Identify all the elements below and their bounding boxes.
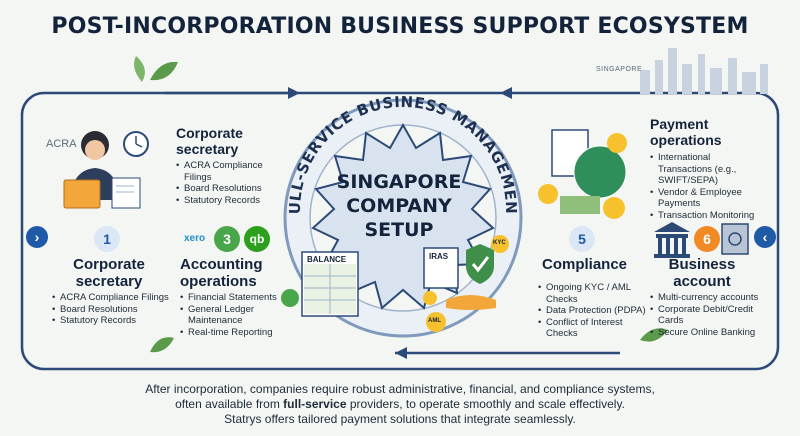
list-item: Multi-currency accounts bbox=[650, 292, 760, 304]
business-account-heading: Business account bbox=[656, 256, 748, 290]
skyline-graphic bbox=[640, 48, 768, 94]
balance-sheet-illustration bbox=[281, 251, 359, 317]
list-item: Real-time Reporting bbox=[180, 327, 290, 339]
left-heading-line-2: secretary bbox=[75, 273, 143, 290]
footer-text: After incorporation, companies require r… bbox=[100, 382, 700, 427]
business-account-heading-line-1: Business bbox=[668, 256, 736, 273]
flow-frame bbox=[20, 91, 780, 371]
list-item: Statutory Records bbox=[52, 315, 172, 327]
list-item: Secure Online Banking bbox=[650, 327, 760, 339]
step-badge-3: 3 bbox=[214, 226, 240, 252]
xero-logo: xero bbox=[184, 233, 206, 244]
step-badge-6: 6 bbox=[694, 226, 720, 252]
step-badge-5: 5 bbox=[569, 226, 595, 252]
top-left-arrowhead bbox=[288, 87, 300, 99]
acra-logo: ACRA bbox=[46, 138, 77, 150]
list-item: Statutory Records bbox=[176, 195, 286, 207]
quickbooks-logo: qb bbox=[244, 226, 270, 252]
payments-illustration bbox=[538, 129, 627, 219]
top-left-heading-line-2: secretary bbox=[176, 141, 239, 157]
list-item: Data Protection (PDPA) bbox=[538, 305, 648, 317]
iras-label: IRAS bbox=[429, 252, 449, 261]
skyline-label: SINGAPORE bbox=[596, 66, 643, 73]
center-label: SINGAPORE COMPANY SETUP bbox=[318, 170, 480, 242]
top-left-list: ACRA Compliance Filings Board Resolution… bbox=[176, 160, 286, 206]
leaf-decoration-bottom bbox=[150, 337, 174, 353]
list-item: Board Resolutions bbox=[176, 183, 286, 195]
business-account-list: Multi-currency accounts Corporate Debit/… bbox=[650, 292, 760, 338]
list-item: Vendor & Employee Payments bbox=[650, 187, 758, 210]
list-item: International Transactions (e.g., SWIFT/… bbox=[650, 152, 758, 187]
list-item: General Ledger Maintenance bbox=[180, 304, 290, 327]
compliance-list: Ongoing KYC / AML Checks Data Protection… bbox=[538, 282, 648, 340]
payments-heading-line-2: operations bbox=[650, 132, 722, 148]
compliance-heading: Compliance bbox=[542, 256, 628, 273]
balance-label: BALANCE bbox=[307, 255, 347, 264]
nav-prev-button[interactable]: ‹ bbox=[754, 226, 776, 248]
top-left-heading: Corporate secretary bbox=[176, 125, 243, 157]
accounting-heading-line-2: operations bbox=[180, 273, 257, 290]
accounting-heading-line-1: Accounting bbox=[180, 256, 263, 273]
list-item: Transaction Monitoring bbox=[650, 210, 758, 222]
top-right-arrowhead bbox=[500, 87, 512, 99]
list-item: Corporate Debit/Credit Cards bbox=[650, 304, 760, 327]
top-left-heading-line-1: Corporate bbox=[176, 125, 243, 141]
bank-illustration bbox=[654, 222, 749, 258]
accounting-heading: Accounting operations bbox=[180, 256, 263, 290]
page-title: POST-INCORPORATION BUSINESS SUPPORT ECOS… bbox=[51, 14, 749, 39]
kyc-label: KYC bbox=[493, 240, 506, 246]
accounting-list: Financial Statements General Ledger Main… bbox=[180, 292, 290, 338]
footer-line-2: often available from full-service provid… bbox=[100, 397, 700, 412]
left-list: ACRA Compliance Filings Board Resolution… bbox=[52, 292, 172, 327]
aml-label: AML bbox=[428, 318, 441, 324]
list-item: Financial Statements bbox=[180, 292, 290, 304]
secretary-illustration bbox=[63, 131, 149, 209]
list-item: Ongoing KYC / AML Checks bbox=[538, 282, 648, 305]
left-heading-line-1: Corporate bbox=[73, 256, 145, 273]
left-heading: Corporate secretary bbox=[62, 256, 156, 290]
compliance-illustration bbox=[423, 235, 509, 332]
nav-next-button[interactable]: › bbox=[26, 226, 48, 248]
center-line-1: SINGAPORE bbox=[336, 171, 462, 193]
list-item: ACRA Compliance Filings bbox=[176, 160, 286, 183]
leaf-decoration-top bbox=[134, 56, 178, 82]
payments-heading-line-1: Payment bbox=[650, 116, 709, 132]
payments-heading: Payment operations bbox=[650, 116, 722, 148]
footer-line-2-post: providers, to operate smoothly and scale… bbox=[346, 397, 625, 411]
center-line-3: SETUP bbox=[364, 219, 434, 241]
center-line-2: COMPANY bbox=[346, 195, 452, 217]
step-badge-1: 1 bbox=[94, 226, 120, 252]
list-item: Board Resolutions bbox=[52, 304, 172, 316]
business-account-heading-line-2: account bbox=[673, 273, 731, 290]
footer-line-2-pre: often available from bbox=[175, 397, 284, 411]
footer-line-3: Statrys offers tailored payment solution… bbox=[224, 412, 576, 426]
list-item: ACRA Compliance Filings bbox=[52, 292, 172, 304]
list-item: Conflict of Interest Checks bbox=[538, 317, 648, 340]
footer-line-1: After incorporation, companies require r… bbox=[145, 382, 655, 396]
footer-line-2-bold: full-service bbox=[283, 397, 347, 411]
payments-list: International Transactions (e.g., SWIFT/… bbox=[650, 152, 758, 221]
